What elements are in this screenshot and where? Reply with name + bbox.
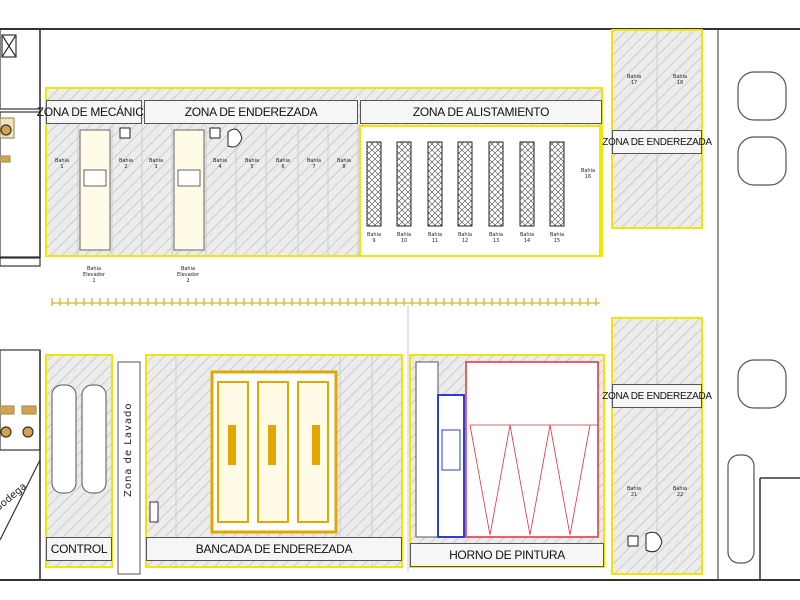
zone-label-lavado: Zona de Lavado xyxy=(123,402,134,497)
bay-label-1: Bahia 1 xyxy=(54,158,70,170)
zone-label-enderezada-right-bottom: ZONA DE ENDEREZADA xyxy=(602,384,712,408)
bay-label-5: Bahia 5 xyxy=(244,158,260,170)
bay-label-14: Bahia 14 xyxy=(519,232,535,244)
left-offices xyxy=(0,28,41,580)
zone-label-control: CONTROL xyxy=(46,537,112,561)
elevator-label-1: Bahia Elevador 1 xyxy=(83,266,105,284)
bay-label-18: Bahia 18 xyxy=(672,74,688,86)
bay-label-7: Bahia 7 xyxy=(306,158,322,170)
zone-label-bancada: BANCADA DE ENDEREZADA xyxy=(146,537,402,561)
bay-label-4: Bahia 4 xyxy=(212,158,228,170)
prep-booths xyxy=(366,141,565,227)
bay-label-3: Bahia 3 xyxy=(148,158,164,170)
bay-label-22: Bahia 22 xyxy=(672,486,688,498)
bay-label-8: Bahia 8 xyxy=(336,158,352,170)
bay-label-6: Bahia 6 xyxy=(275,158,291,170)
parked-cars xyxy=(727,71,787,564)
bay-label-21: Bahia 21 xyxy=(626,486,642,498)
zone-label-mecanica: ZONA DE MECÁNICA xyxy=(37,100,152,124)
right-upper-zone xyxy=(611,29,703,229)
bay-label-9: Bahia 9 xyxy=(366,232,382,244)
bay-label-13: Bahia 13 xyxy=(488,232,504,244)
bay-label-10: Bahia 10 xyxy=(396,232,412,244)
zone-label-enderezada-right-top: ZONA DE ENDEREZADA xyxy=(602,130,712,154)
elevator-label-2: Bahia Elevador 2 xyxy=(177,266,199,284)
bay-label-15: Bahia 15 xyxy=(549,232,565,244)
bay-label-11: Bahia 11 xyxy=(427,232,443,244)
right-lower-zone xyxy=(611,317,703,575)
bay-label-16: Bahia 16 xyxy=(580,168,596,180)
paint-oven xyxy=(409,354,605,568)
bay-label-12: Bahia 12 xyxy=(457,232,473,244)
straightening-bench-area xyxy=(145,354,403,568)
zone-label-horno: HORNO DE PINTURA xyxy=(410,543,604,567)
elevator-lifts xyxy=(79,129,205,251)
bay-label-17: Bahia 17 xyxy=(626,74,642,86)
zone-label-alistamiento: ZONA DE ALISTAMIENTO xyxy=(360,100,602,124)
corridor-ticks xyxy=(51,298,597,306)
zone-label-enderezada-top: ZONA DE ENDEREZADA xyxy=(144,100,358,124)
control-area xyxy=(45,354,141,575)
bay-label-2: Bahia 2 xyxy=(118,158,134,170)
